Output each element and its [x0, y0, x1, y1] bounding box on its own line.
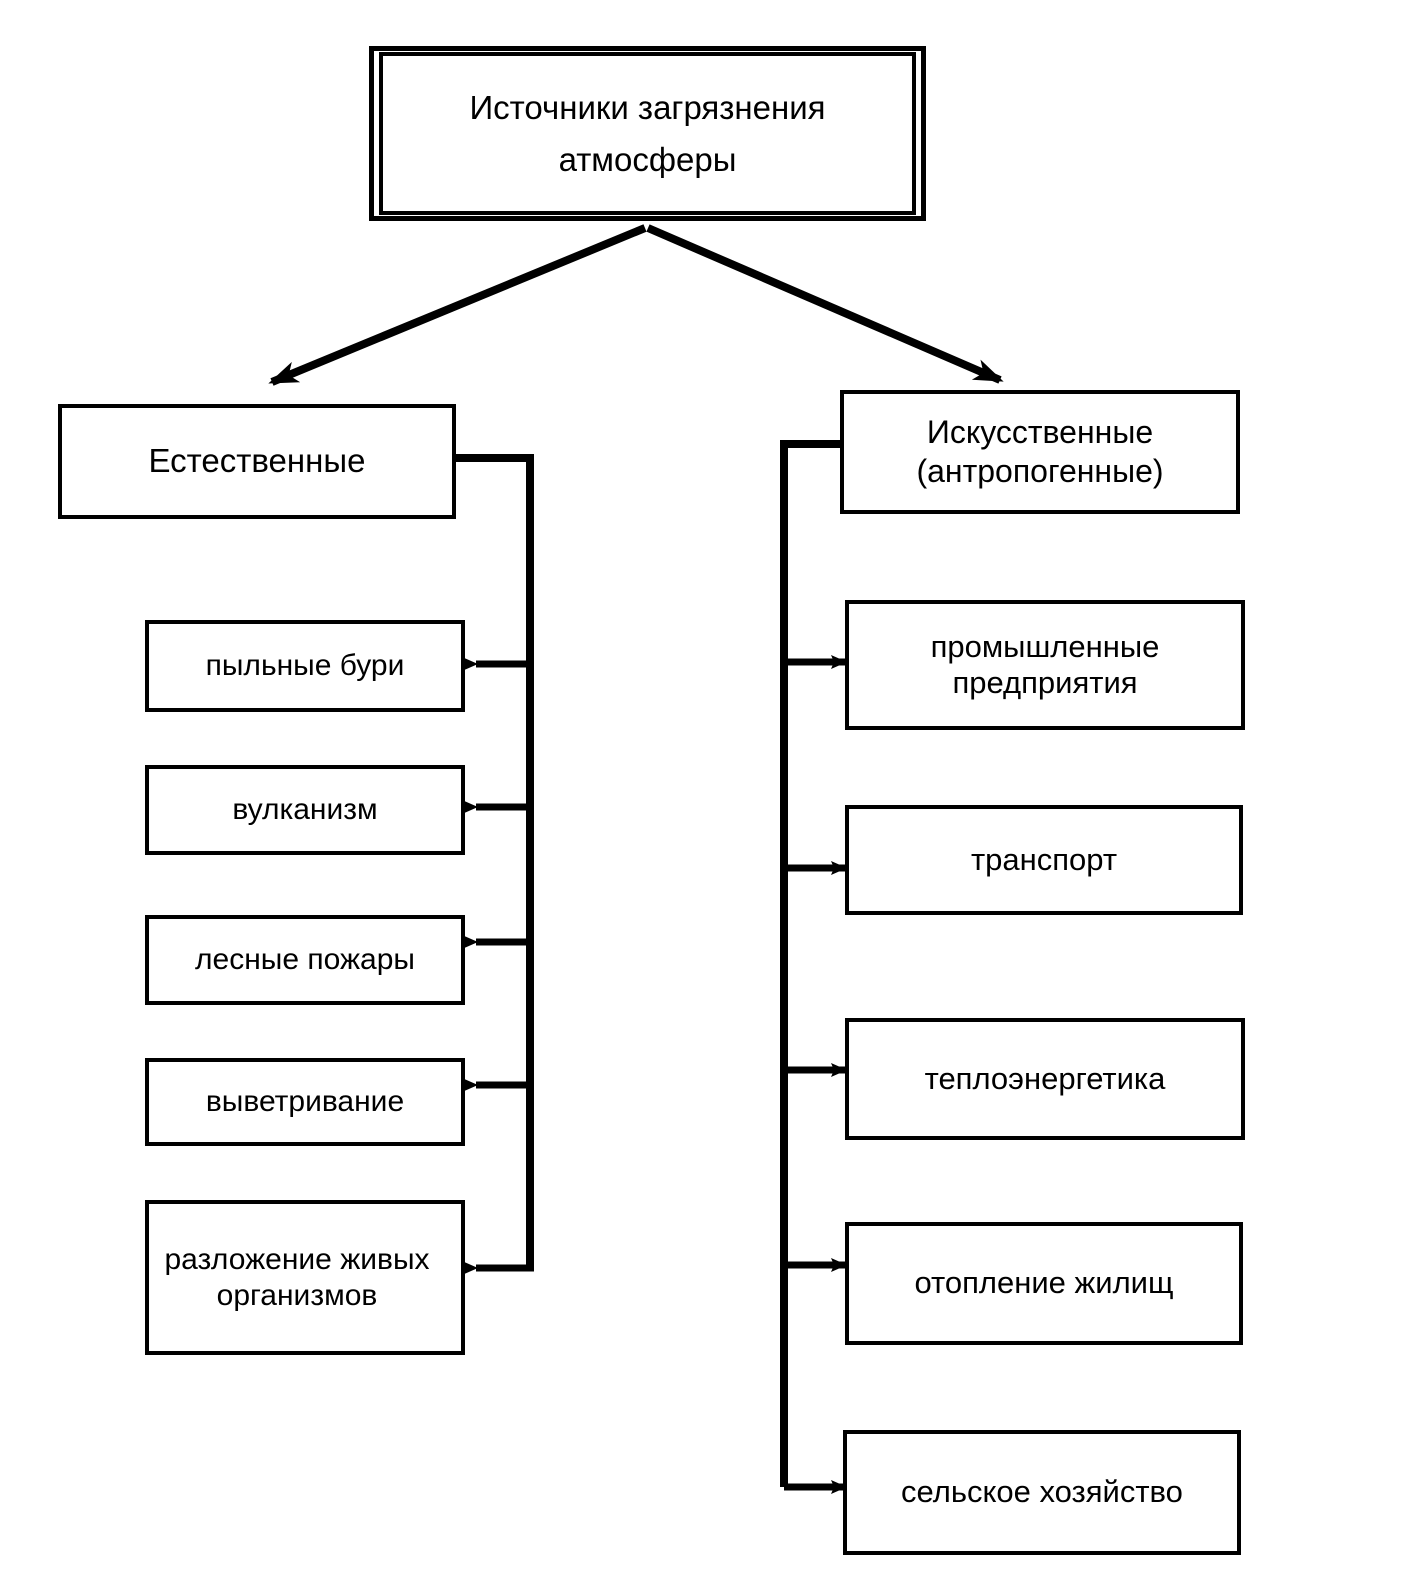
- node-anthropogenic-heat-power[interactable]: теплоэнергетика: [845, 1018, 1245, 1140]
- node-natural-weathering[interactable]: выветривание: [145, 1058, 465, 1146]
- node-branch-natural[interactable]: Естественные: [58, 404, 456, 519]
- node-anthropogenic-transport[interactable]: транспорт: [845, 805, 1243, 915]
- node-natural-volcanism[interactable]: вулканизм: [145, 765, 465, 855]
- bus-natural: [456, 454, 534, 1268]
- node-branch-anthropogenic[interactable]: Искусственные (антропогенные): [840, 390, 1240, 514]
- node-anthropogenic-agriculture-label: сельское хозяйство: [901, 1474, 1183, 1510]
- edge-root-to-anthropogenic: [646, 224, 1004, 384]
- node-root-inner-border: Источники загрязнения атмосферы: [379, 52, 916, 215]
- node-natural-forest-fires-label: лесные пожары: [195, 943, 415, 977]
- node-anthropogenic-agriculture[interactable]: сельское хозяйство: [843, 1430, 1241, 1555]
- edge-root-to-natural: [268, 224, 647, 386]
- node-root-pollution-sources[interactable]: Источники загрязнения атмосферы: [369, 46, 926, 221]
- node-anthropogenic-home-heating[interactable]: отопление жилищ: [845, 1222, 1243, 1345]
- node-natural-weathering-label: выветривание: [205, 1085, 405, 1119]
- bus-anthropogenic: [780, 440, 843, 1487]
- node-anthropogenic-home-heating-label: отопление жилищ: [914, 1265, 1174, 1301]
- node-natural-forest-fires[interactable]: лесные пожары: [145, 915, 465, 1005]
- node-branch-anthropogenic-label: Искусственные (антропогенные): [916, 413, 1164, 489]
- node-anthropogenic-transport-label: транспорт: [970, 841, 1118, 877]
- node-natural-volcanism-label: вулканизм: [232, 793, 378, 827]
- node-natural-dust-storms-label: пыльные бури: [205, 649, 405, 683]
- node-anthropogenic-industrial-enterprises-label: промышленные предприятия: [930, 629, 1160, 700]
- node-branch-natural-label: Естественные: [148, 442, 366, 480]
- node-natural-dust-storms[interactable]: пыльные бури: [145, 620, 465, 712]
- node-root-label: Источники загрязнения атмосферы: [469, 89, 826, 178]
- node-anthropogenic-heat-power-label: теплоэнергетика: [924, 1060, 1166, 1096]
- node-natural-decomposition[interactable]: разложение живых организмов: [145, 1200, 465, 1355]
- node-natural-decomposition-label: разложение живых организмов: [164, 1243, 430, 1312]
- node-anthropogenic-industrial-enterprises[interactable]: промышленные предприятия: [845, 600, 1245, 730]
